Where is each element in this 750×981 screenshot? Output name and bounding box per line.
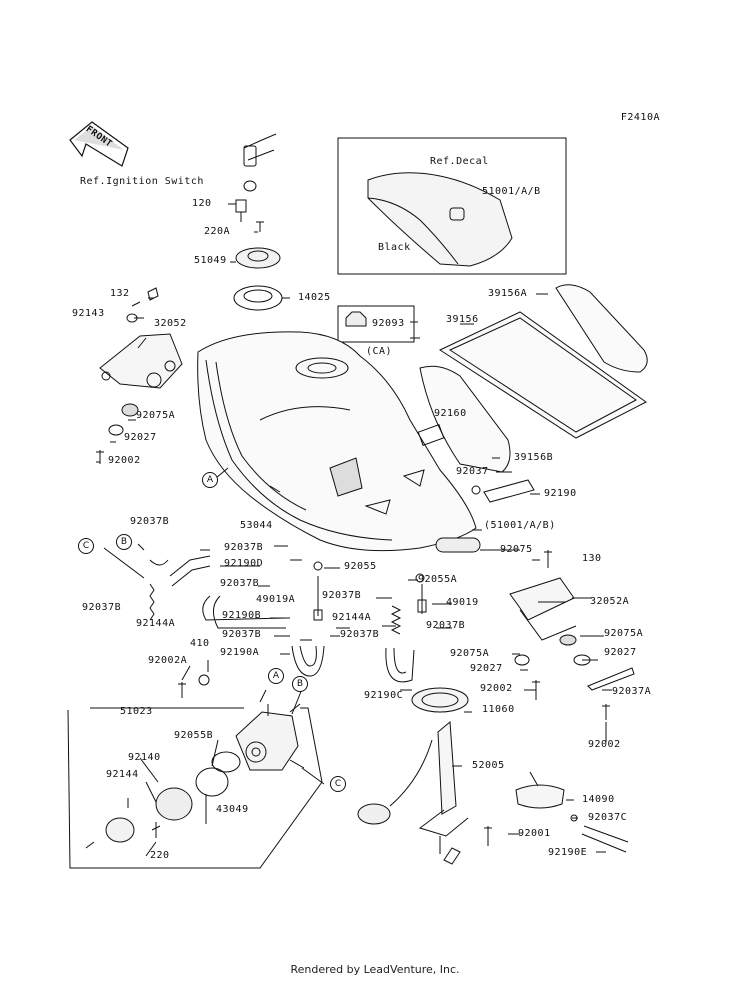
part-label: 52005 — [472, 760, 505, 771]
part-label: 92190B — [222, 610, 262, 621]
part-label: 92001 — [518, 828, 551, 839]
hose-92190D — [170, 556, 210, 586]
part-label: 92027 — [470, 663, 503, 674]
hose-92190C — [386, 648, 414, 682]
side-cover-39156B — [420, 366, 510, 472]
part-label: 92037B — [426, 620, 466, 631]
part-label: 92144A — [332, 612, 372, 623]
part-label: 92055 — [344, 561, 377, 572]
ref-ca: (CA) — [366, 346, 393, 357]
part-92093-box — [338, 306, 414, 342]
pad-39156 — [440, 312, 646, 438]
fuel-cock-box — [68, 708, 322, 868]
part-label: 92037B — [220, 578, 260, 589]
part-label: 92160 — [434, 408, 467, 419]
part-label: 92037B — [224, 542, 264, 553]
part-label: 92075A — [136, 410, 176, 421]
fuel-cock-body — [236, 712, 298, 770]
part-label: 92002 — [108, 455, 141, 466]
part-label: 132 — [110, 288, 130, 299]
part-label: 92037 — [456, 466, 489, 477]
part-label: 92075 — [500, 544, 533, 555]
part-label: 92190A — [220, 647, 260, 658]
fuel-pump-52005 — [438, 722, 456, 814]
part-label: 92037C — [588, 812, 628, 823]
pump-gasket-11060 — [412, 688, 468, 712]
part-label: 92037B — [82, 602, 122, 613]
part-label: 51001/A/B — [482, 186, 541, 197]
part-label: 92027 — [124, 432, 157, 443]
footer-credit: Rendered by LeadVenture, Inc. — [290, 963, 460, 976]
part-label: 39156B — [514, 452, 554, 463]
part-label: 92075A — [604, 628, 644, 639]
side-cover-39156A — [556, 285, 647, 372]
part-label: 92027 — [604, 647, 637, 658]
part-label: 92037A — [612, 686, 652, 697]
part-label: 39156A — [488, 288, 528, 299]
part-label: 92075A — [450, 648, 490, 659]
part-label: 43049 — [216, 804, 249, 815]
callout-c: C — [78, 538, 94, 554]
part-label: 32052A — [590, 596, 630, 607]
spring-92144A — [150, 584, 154, 620]
part-label: 92093 — [372, 318, 405, 329]
part-label: 39156 — [446, 314, 479, 325]
bracket-32052A — [510, 578, 574, 620]
part-label: 92190C — [364, 690, 404, 701]
part-label: 92143 — [72, 308, 105, 319]
part-label: 14025 — [298, 292, 331, 303]
part-label: 92190D — [224, 558, 264, 569]
part-label: 410 — [190, 638, 210, 649]
callout-b: B — [116, 534, 132, 550]
figure-code: F2410A — [620, 112, 660, 123]
callout-a: A — [268, 668, 284, 684]
part-label: 92037B — [322, 590, 362, 601]
part-label: 92190 — [544, 488, 577, 499]
part-label: 53044 — [240, 520, 273, 531]
ref-decal: Ref.Decal — [430, 156, 489, 167]
part-label: 120 — [192, 198, 212, 209]
part-label: 32052 — [154, 318, 187, 329]
part-label: 14090 — [582, 794, 615, 805]
part-label: 92002 — [588, 739, 621, 750]
part-label: 92144 — [106, 769, 139, 780]
part-label: 92144A — [136, 618, 176, 629]
part-label: 92037B — [222, 629, 262, 640]
part-label: 49019A — [256, 594, 296, 605]
bracket-32052 — [100, 334, 182, 388]
part-label: 51049 — [194, 255, 227, 266]
hose-92190B — [203, 596, 286, 628]
part-label: 92055B — [174, 730, 214, 741]
ref-set: (51001/A/B) — [484, 520, 556, 531]
ref-black: Black — [378, 242, 411, 253]
part-label: 92002 — [480, 683, 513, 694]
part-label: 220A — [204, 226, 231, 237]
part-label: 92055A — [418, 574, 458, 585]
decal-tank-cover — [368, 173, 512, 266]
front-arrow-icon — [70, 122, 128, 166]
part-label: 92037B — [130, 516, 170, 527]
part-label: 92002A — [148, 655, 188, 666]
ref-ignition-switch: Ref.Ignition Switch — [80, 176, 204, 187]
part-label: 51023 — [120, 706, 153, 717]
part-label: 92190E — [548, 847, 588, 858]
callout-a: A — [202, 472, 218, 488]
part-label: 11060 — [482, 704, 515, 715]
callout-c: C — [330, 776, 346, 792]
callout-b: B — [292, 676, 308, 692]
part-label: 92140 — [128, 752, 161, 763]
part-label: 49019 — [446, 597, 479, 608]
part-label: 130 — [582, 553, 602, 564]
part-label: 220 — [150, 850, 170, 861]
decal-box — [338, 138, 566, 274]
part-label: 92037B — [340, 629, 380, 640]
